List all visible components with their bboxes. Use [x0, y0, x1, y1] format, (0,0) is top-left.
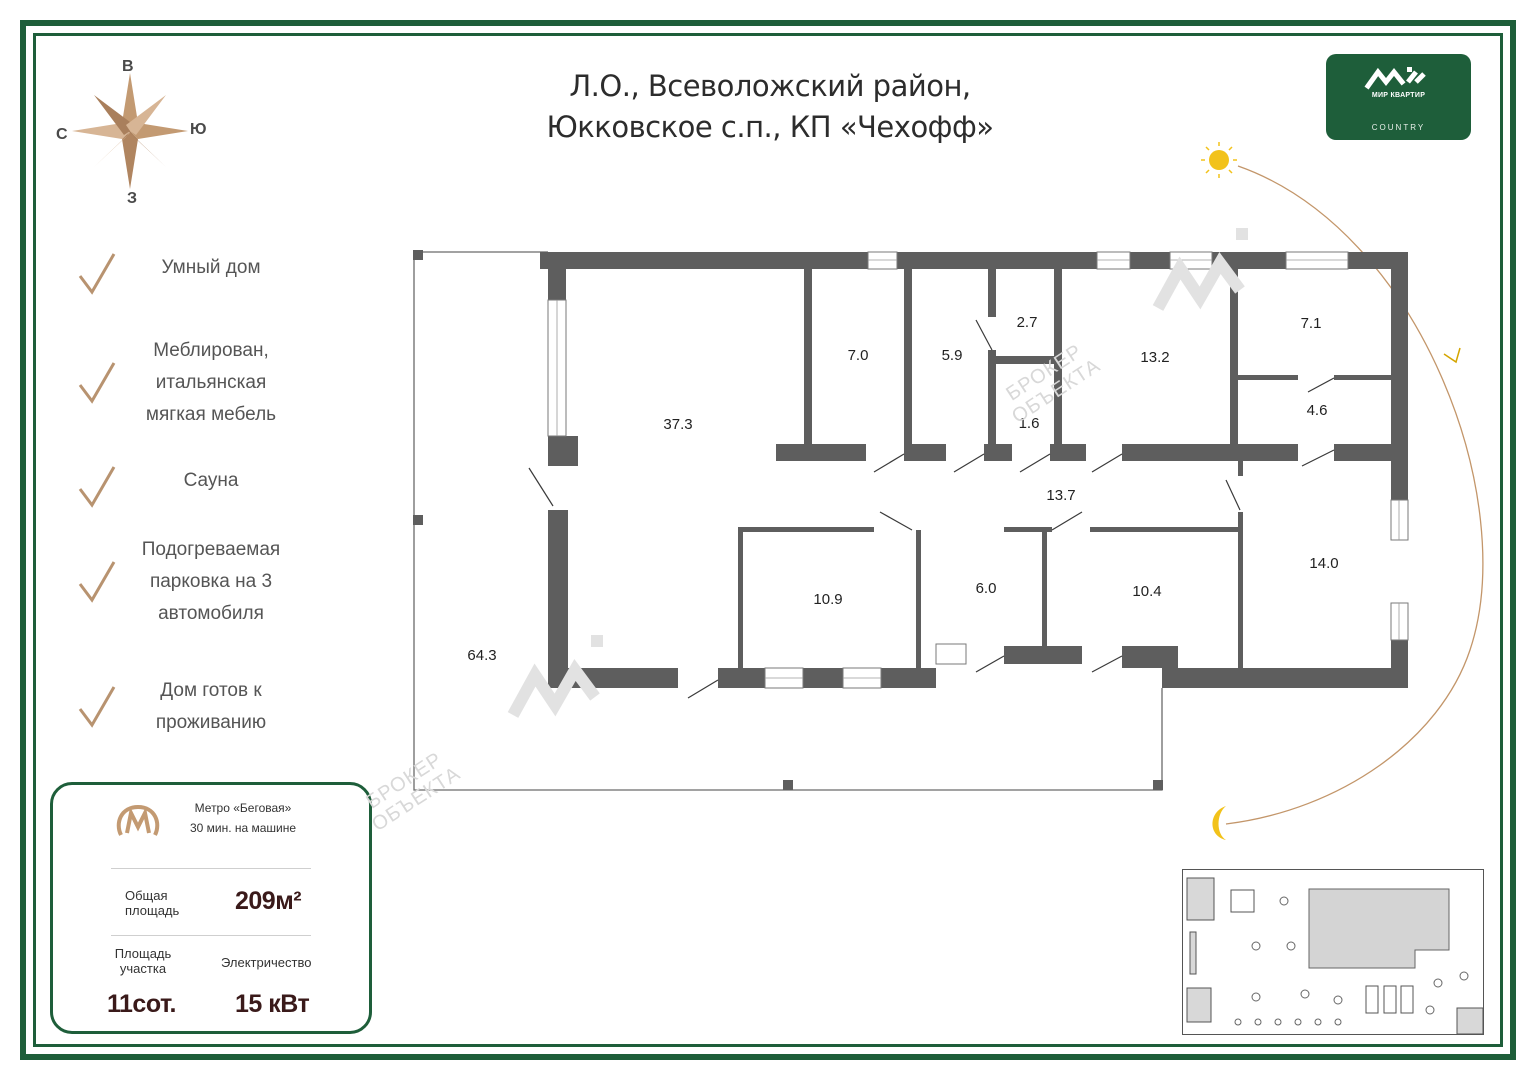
- total-area-label: Общая площадь: [125, 888, 180, 918]
- check-icon: [78, 466, 116, 508]
- brand-name: МИР КВАРТИР: [1371, 92, 1426, 99]
- divider: [111, 935, 311, 936]
- terrace-posts: [413, 250, 1163, 790]
- metro-icon: [116, 804, 160, 836]
- room-labels: 64.3 37.3 7.0 5.9 2.7 1.6 13.2 7.1 4.6 1…: [467, 314, 1338, 664]
- brand-mark-icon: [1364, 67, 1426, 90]
- windows: [547, 251, 1409, 689]
- compass-icon: [72, 73, 188, 189]
- feature-text: Меблирован, итальянская мягкая мебель: [145, 340, 277, 425]
- site-plan: [1182, 869, 1484, 1035]
- compass-east: Ю: [190, 121, 207, 138]
- check-icon: [78, 686, 116, 728]
- room-area-r11: 14.0: [1309, 555, 1338, 572]
- plot-value: 11сот.: [107, 990, 176, 1018]
- compass-south: З: [127, 190, 138, 207]
- feature-text: Умный дом: [161, 257, 261, 278]
- room-area-r3: 2.7: [1017, 314, 1038, 331]
- doors: [528, 319, 1335, 699]
- brand-logo: МИР КВАРТИР COUNTRY: [1326, 54, 1471, 140]
- room-area-terrace: 64.3: [467, 647, 496, 664]
- plot-label: Площадь участка: [114, 946, 172, 976]
- walls: [540, 252, 1408, 688]
- room-area-living: 37.3: [663, 416, 692, 433]
- brand-sub: COUNTRY: [1371, 123, 1426, 132]
- info-card: Метро «Беговая» 30 мин. на машине Общая …: [50, 782, 372, 1034]
- room-area-r4: 1.6: [1019, 415, 1040, 432]
- moon-icon: [1212, 806, 1226, 840]
- room-area-r6: 7.1: [1301, 315, 1322, 332]
- room-area-r10: 10.4: [1132, 583, 1161, 600]
- outer-frame: [20, 20, 1516, 1060]
- compass-rose: В С Ю З: [50, 56, 230, 216]
- check-icon: [78, 561, 116, 603]
- check-icon: [78, 253, 116, 295]
- room-area-r7: 4.6: [1307, 402, 1328, 419]
- feature-text: Сауна: [183, 470, 239, 491]
- compass-west: С: [56, 126, 68, 143]
- power-value: 15 кВт: [235, 990, 310, 1018]
- room-area-r9: 6.0: [976, 580, 997, 597]
- window-lines: [556, 259, 1400, 679]
- metro-time: 30 мин. на машине: [189, 821, 297, 835]
- feature-text: Дом готов к проживанию: [155, 680, 267, 733]
- divider: [111, 868, 311, 869]
- room-area-r1: 7.0: [848, 347, 869, 364]
- total-area-value: 209м²: [235, 887, 302, 915]
- watermark-logo-icon: [1152, 228, 1248, 311]
- sun-path-arrow-icon: [1443, 347, 1461, 364]
- page-title: Л.О., Всеволожский район, Юкковское с.п.…: [470, 66, 1070, 148]
- sun-icon: [1201, 142, 1237, 178]
- watermark-logo-icon: [507, 635, 603, 718]
- check-icon: [78, 362, 116, 404]
- room-area-r2: 5.9: [942, 347, 963, 364]
- terrace-outline: [413, 251, 1163, 791]
- inner-frame: [33, 33, 1503, 1047]
- room-area-r8: 10.9: [813, 591, 842, 608]
- title-line-1: Л.О., Всеволожский район,: [569, 69, 971, 103]
- feature-text: Подогреваемая парковка на 3 автомобиля: [141, 539, 281, 624]
- metro-name: Метро «Беговая»: [194, 801, 292, 815]
- title-line-2: Юкковское с.п., КП «Чехофф»: [546, 110, 994, 144]
- power-label: Электричество: [221, 955, 312, 970]
- site-plan-drawing: [1186, 877, 1484, 1035]
- room-area-hall: 13.7: [1046, 487, 1075, 504]
- room-area-r5: 13.2: [1140, 349, 1169, 366]
- compass-north: В: [122, 58, 134, 75]
